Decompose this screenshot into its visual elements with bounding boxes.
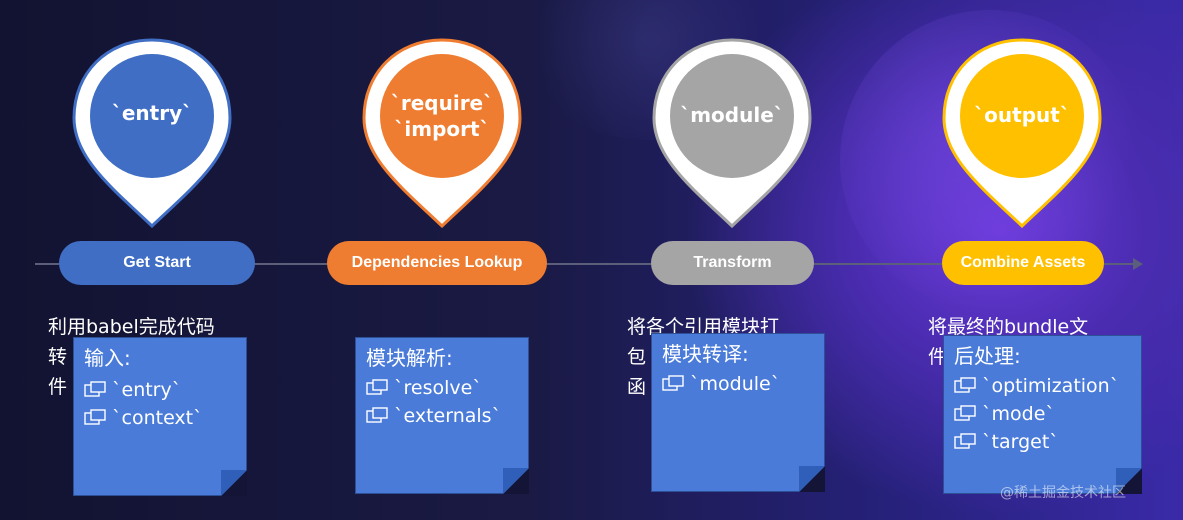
stage-1-pin: `entry` [72, 38, 232, 228]
stage-4-pill: Combine Assets [942, 241, 1104, 285]
folder-window-icon [954, 377, 976, 393]
stage-2-pin: `require` `import` [362, 38, 522, 228]
folder-window-icon [84, 381, 106, 397]
stage-3-pin: `module` [652, 38, 812, 228]
stage-4-note-item: `optimization` [954, 372, 1119, 400]
stage-2-note-item: `externals` [366, 402, 501, 430]
stage-4-pin-label: `output` [974, 103, 1070, 127]
stage-4-note-title: 后处理: [954, 344, 1021, 368]
stage-3-pill-label: Transform [693, 254, 772, 271]
note-fold-flap [799, 466, 825, 492]
stage-2-pill: Dependencies Lookup [327, 241, 547, 285]
timeline-line [35, 263, 1135, 265]
note-fold-flap [221, 470, 247, 496]
stage-1-pill-label: Get Start [123, 254, 191, 271]
folder-window-icon [954, 433, 976, 449]
folder-window-icon [366, 379, 388, 395]
stage-1-note-item: `entry` [84, 376, 181, 404]
stage-2-pin-label: `require` `import` [390, 91, 494, 141]
stage-4-pin: `output` [942, 38, 1102, 228]
timeline-arrowhead [1133, 258, 1143, 270]
stage-3-pill: Transform [651, 241, 814, 285]
stage-1-note-item: `context` [84, 404, 203, 432]
stage-3-note-item: `module` [662, 370, 780, 398]
stage-4-note: 后处理: `optimization` `mode` `target` [943, 335, 1142, 494]
stage-1-note-title: 输入: [84, 346, 131, 370]
folder-window-icon [366, 407, 388, 423]
stage-2-pill-label: Dependencies Lookup [351, 254, 523, 271]
note-fold-flap [1116, 468, 1142, 494]
stage-3-pin-label: `module` [680, 103, 784, 127]
folder-window-icon [662, 375, 684, 391]
stage-2-note-title: 模块解析: [366, 346, 453, 370]
stage-4-note-item: `mode` [954, 400, 1055, 428]
stage-1-pin-label: `entry` [111, 101, 193, 125]
stage-1-description: 利用babel完成代码 转 件 [48, 316, 215, 398]
footer-watermark: @稀土掘金技术社区 [1000, 485, 1126, 501]
stage-2-note: 模块解析: `resolve` `externals` [355, 337, 529, 494]
folder-window-icon [954, 405, 976, 421]
note-fold-flap [503, 468, 529, 494]
stage-3-description: 将各个引用模块打 包 函 [627, 316, 780, 398]
stage-1-note: 输入: `entry` `context` [73, 337, 247, 496]
folder-window-icon [84, 409, 106, 425]
stage-4-description: 将最终的bundle文 件 [928, 316, 1089, 368]
stage-4-pill-label: Combine Assets [960, 254, 1086, 271]
stage-1-pill: Get Start [59, 241, 255, 285]
stage-4-note-item: `target` [954, 428, 1059, 456]
stage-2-note-item: `resolve` [366, 374, 482, 402]
stage-3-note-title: 模块转译: [662, 342, 749, 366]
stage-3-note: 模块转译: `module` [651, 333, 825, 492]
